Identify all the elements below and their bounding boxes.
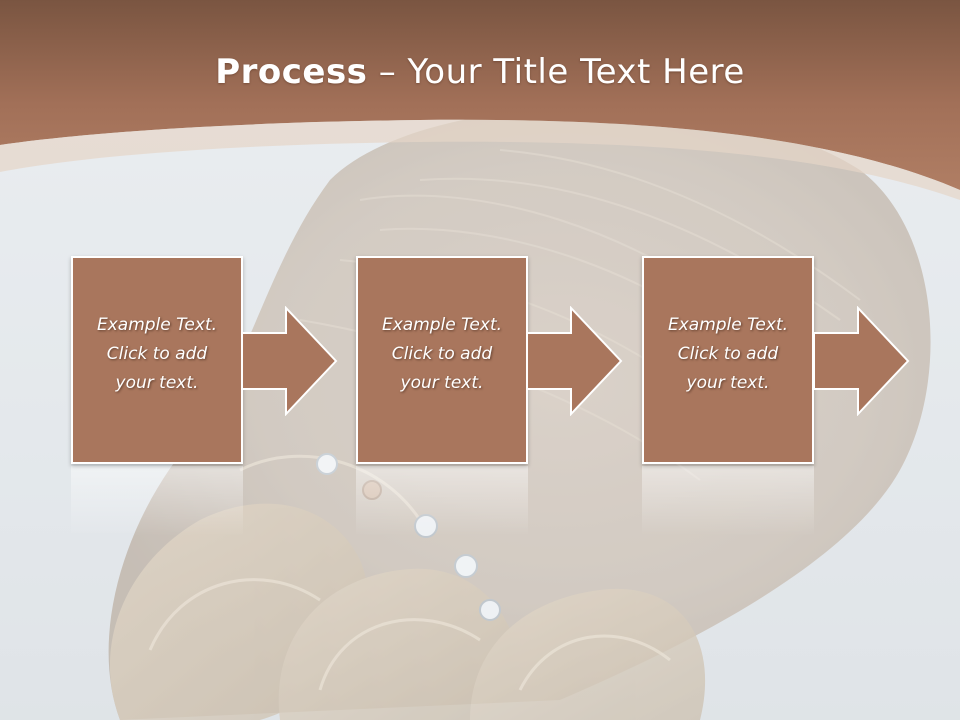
step-line: Example Text. xyxy=(381,314,503,335)
step-text: Example Text. Click to add your text. xyxy=(668,311,788,398)
step-reflection xyxy=(356,466,528,536)
step-box-1[interactable]: Example Text. Click to add your text. xyxy=(71,256,243,464)
crystal-pin-icon xyxy=(316,453,501,621)
step-box-3[interactable]: Example Text. Click to add your text. xyxy=(642,256,814,464)
step-text: Example Text. Click to add your text. xyxy=(97,311,217,398)
step-line: your text. xyxy=(400,372,484,393)
title-bold-part: Process xyxy=(215,52,368,92)
step-text: Example Text. Click to add your text. xyxy=(382,311,502,398)
header-banner xyxy=(0,0,960,200)
arrow-right-icon xyxy=(814,306,910,416)
step-line: Click to add xyxy=(677,343,779,364)
step-box-2[interactable]: Example Text. Click to add your text. xyxy=(356,256,528,464)
step-line: Example Text. xyxy=(96,314,218,335)
arrow-right-icon xyxy=(242,306,338,416)
step-line: Click to add xyxy=(106,343,208,364)
title-rest-part: – Your Title Text Here xyxy=(367,52,745,92)
step-line: your text. xyxy=(686,372,770,393)
arrow-right-icon xyxy=(527,306,623,416)
step-line: Click to add xyxy=(391,343,493,364)
step-reflection xyxy=(642,466,814,536)
step-reflection xyxy=(71,466,243,536)
step-line: your text. xyxy=(115,372,199,393)
step-line: Example Text. xyxy=(667,314,789,335)
page-title[interactable]: Process – Your Title Text Here xyxy=(0,52,960,92)
